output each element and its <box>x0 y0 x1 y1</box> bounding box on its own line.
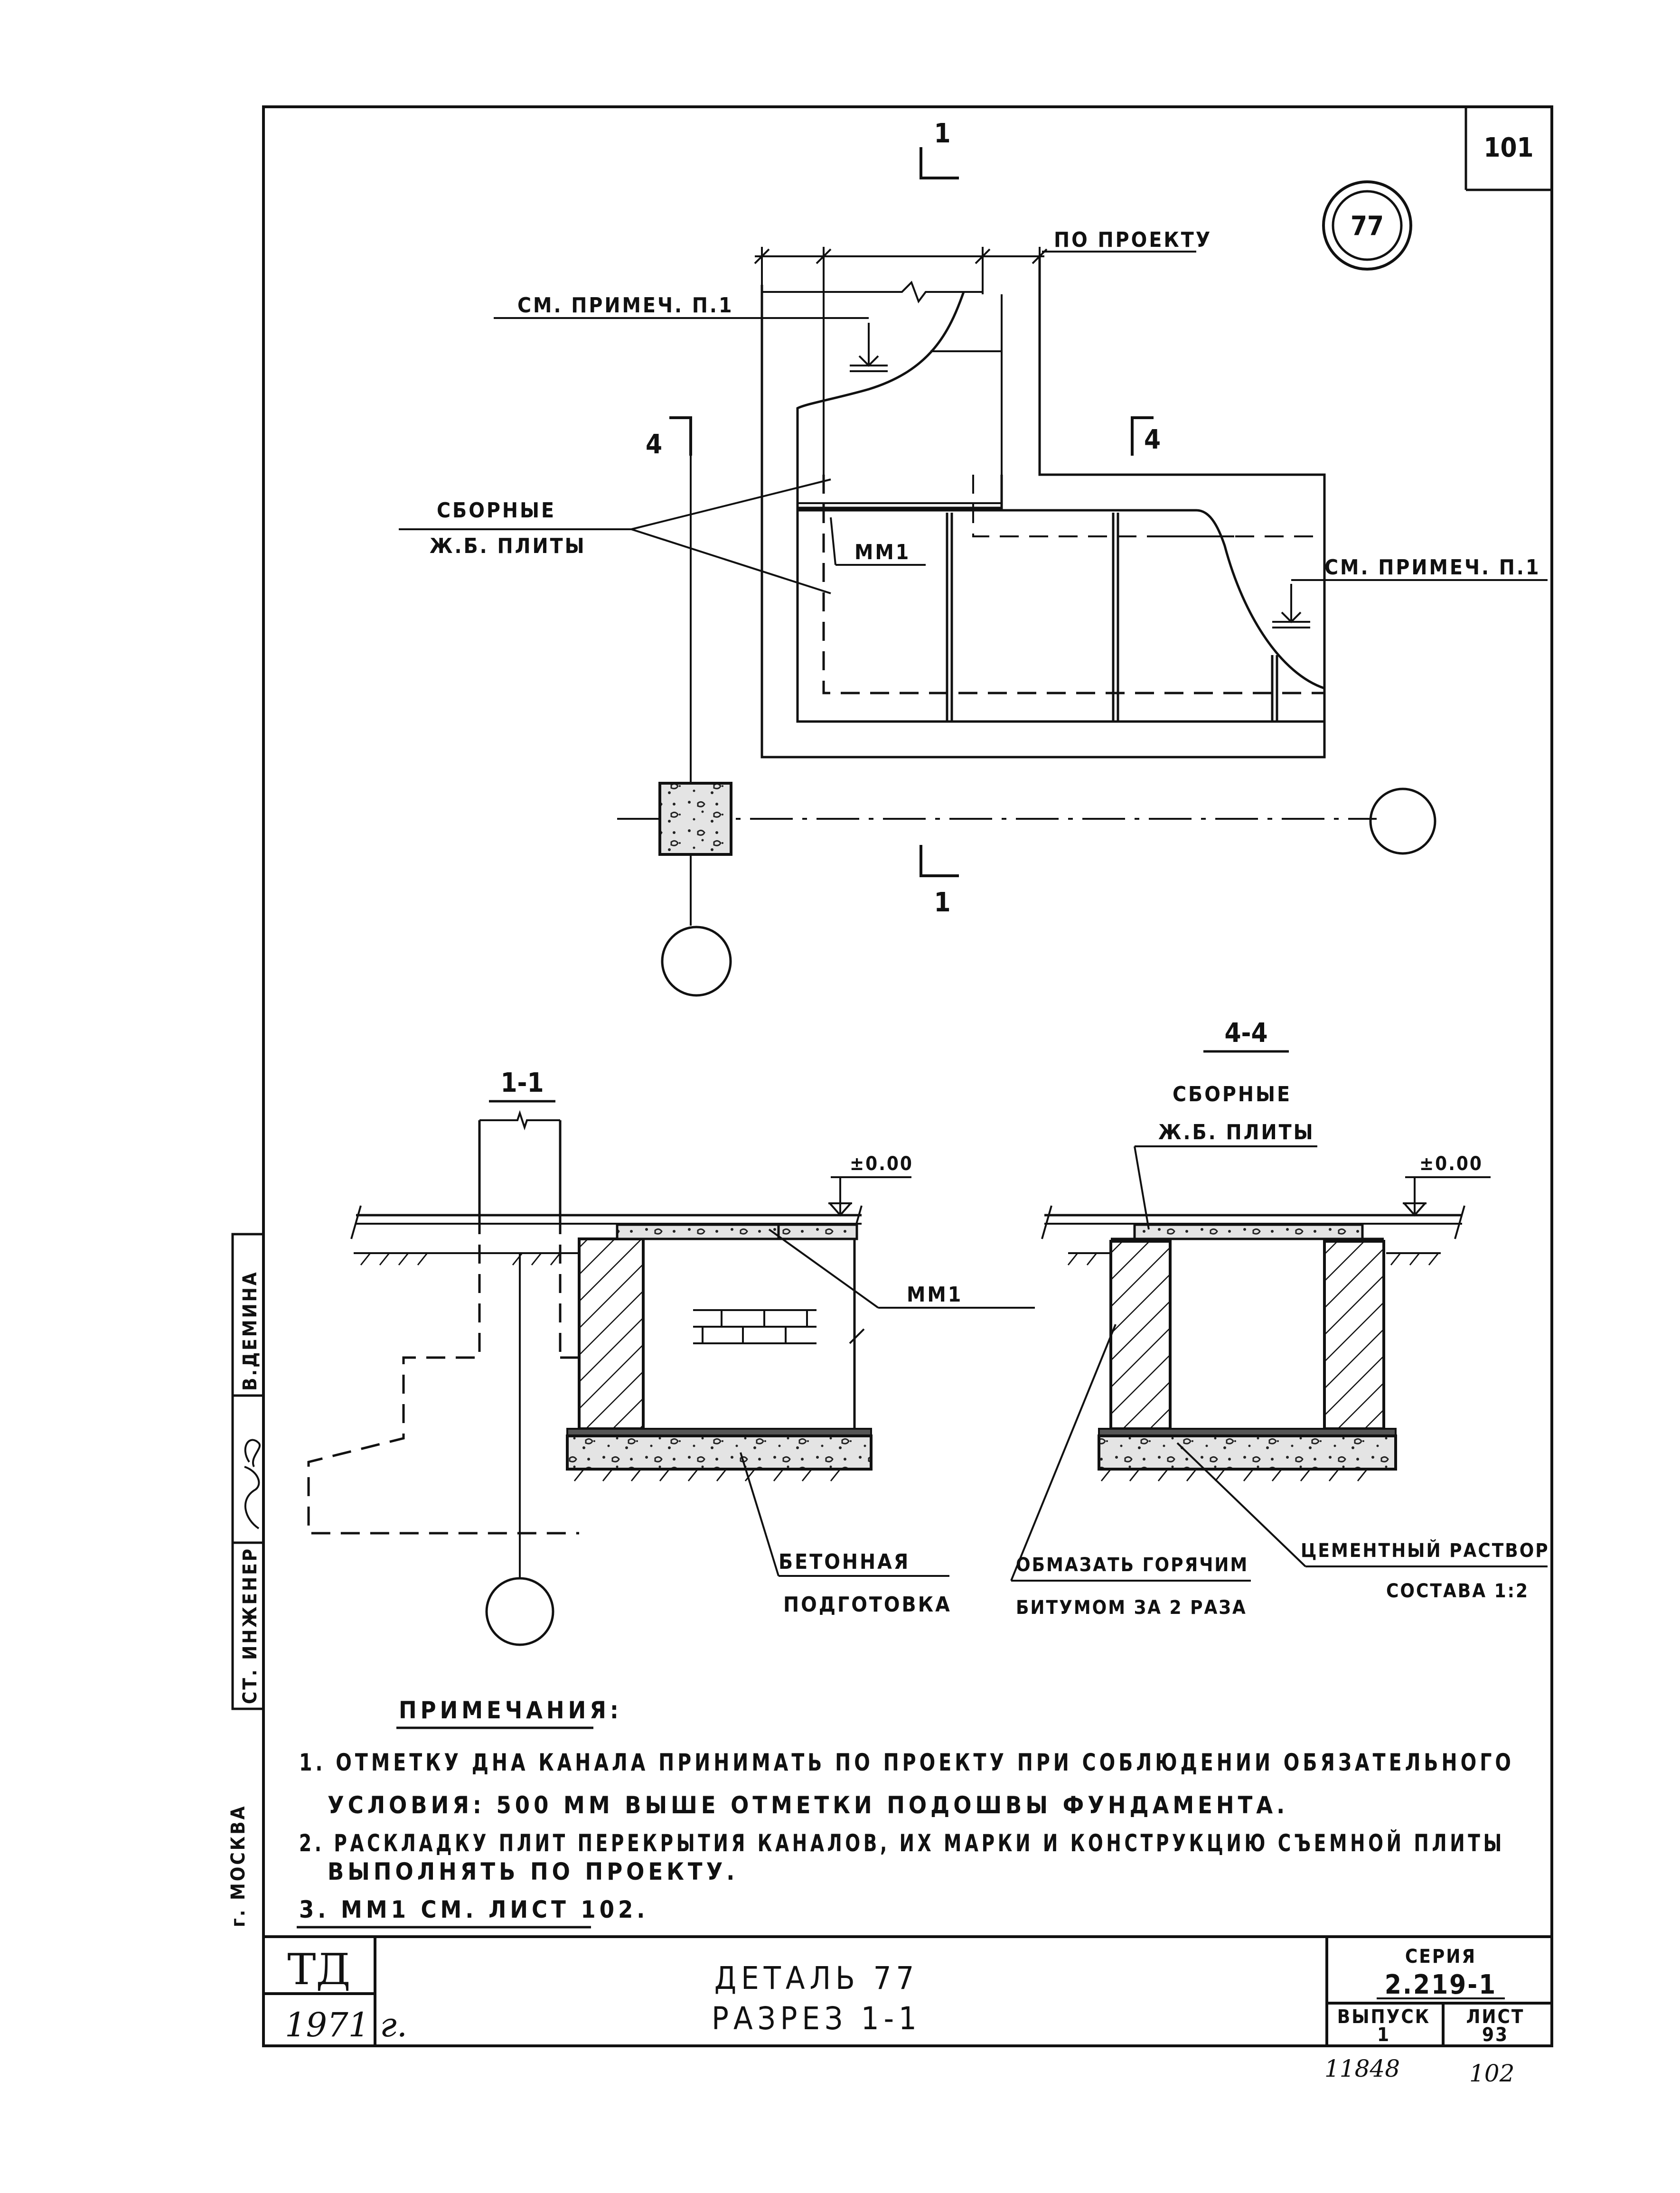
section-1-1 <box>307 1100 1035 1646</box>
detail-marker: 77 <box>1322 180 1412 271</box>
notes: ПРИМЕЧАНИЯ: 1. ОТМЕТКУ ДНА КАНАЛА ПРИНИМ… <box>297 1696 1514 1929</box>
issue-value: 1 <box>1377 2024 1390 2046</box>
label-by-project: ПО ПРОЕКТУ <box>1054 228 1212 252</box>
sheet-number-top: 101 <box>1483 132 1533 163</box>
side-stamp-role: СТ. ИНЖЕНЕР <box>239 1547 261 1704</box>
note-line-5: 3. ММ1 СМ. ЛИСТ 102. <box>299 1896 648 1923</box>
label-bitumen-1: ОБМАЗАТЬ ГОРЯЧИМ <box>1016 1554 1248 1576</box>
label-mm1-plan: ММ1 <box>854 540 910 564</box>
cut-1-top: 1 <box>934 118 950 149</box>
page-number: 102 <box>1469 2060 1514 2087</box>
detail-marker-label: 77 <box>1351 211 1384 242</box>
cut-4-left: 4 <box>646 429 662 460</box>
section-1-1-title: 1-1 <box>500 1068 544 1098</box>
logo: ТД <box>287 1945 350 1995</box>
label-precast-plan-2: Ж.Б. ПЛИТЫ <box>430 534 586 558</box>
title-block <box>263 1935 1552 2046</box>
side-stamp: В.ДЕМИНА СТ. ИНЖЕНЕР г. МОСКВА <box>227 1233 265 1928</box>
signature <box>244 1439 261 1529</box>
label-precast-section-1: СБОРНЫЕ <box>1173 1082 1292 1106</box>
side-stamp-city: г. МОСКВА <box>227 1805 249 1928</box>
label-mortar-2: СОСТАВА 1:2 <box>1386 1580 1529 1602</box>
label-concrete-1: БЕТОННАЯ <box>779 1550 910 1574</box>
section-4-4-title: 4-4 <box>1224 1018 1267 1049</box>
note-line-1: 1. ОТМЕТКУ ДНА КАНАЛА ПРИНИМАТЬ ПО ПРОЕК… <box>299 1749 1514 1776</box>
section-4-4 <box>1010 1050 1548 1582</box>
sheet-value: 93 <box>1482 2024 1509 2046</box>
label-precast-section-2: Ж.Б. ПЛИТЫ <box>1158 1120 1315 1144</box>
inventory-number: 11848 <box>1324 2055 1400 2082</box>
series-label: СЕРИЯ <box>1405 1946 1476 1968</box>
label-mortar-1: ЦЕМЕНТНЫЙ РАСТВОР <box>1301 1539 1549 1562</box>
title-line-1: ДЕТАЛЬ 77 <box>714 1960 919 1996</box>
note-line-2: УСЛОВИЯ: 500 ММ ВЫШЕ ОТМЕТКИ ПОДОШВЫ ФУН… <box>328 1791 1288 1819</box>
title-line-2: РАЗРЕЗ 1-1 <box>712 2000 921 2037</box>
label-concrete-2: ПОДГОТОВКА <box>783 1593 952 1617</box>
cut-4-right: 4 <box>1144 424 1161 455</box>
note-line-3: 2. РАСКЛАДКУ ПЛИТ ПЕРЕКРЫТИЯ КАНАЛОВ, ИХ… <box>299 1829 1505 1857</box>
label-see-note-right: СМ. ПРИМЕЧ. П.1 <box>1324 555 1540 580</box>
issue-label: ВЫПУСК <box>1337 2006 1430 2028</box>
plan-labels: ПО ПРОЕКТУ СМ. ПРИМЕЧ. П.1 СМ. ПРИМЕЧ. П… <box>430 118 1540 918</box>
label-mm1-section: ММ1 <box>907 1283 963 1307</box>
label-bitumen-2: БИТУМОМ ЗА 2 РАЗА <box>1016 1597 1247 1619</box>
section-4-4-level: ±0.00 <box>1419 1153 1483 1175</box>
section-4-4-labels: 4-4 СБОРНЫЕ Ж.Б. ПЛИТЫ ±0.00 ОБМАЗАТЬ ГО… <box>1016 1018 1549 1619</box>
side-stamp-name: В.ДЕМИНА <box>239 1270 261 1391</box>
year: 1971 г. <box>285 2006 407 2044</box>
label-see-note-left: СМ. ПРИМЕЧ. П.1 <box>517 293 733 318</box>
section-1-1-level: ±0.00 <box>850 1153 913 1175</box>
series-value: 2.219-1 <box>1385 1969 1497 2000</box>
title-block-text: ТД 1971 г. ДЕТАЛЬ 77 РАЗРЕЗ 1-1 СЕРИЯ 2.… <box>285 1945 1525 2046</box>
cut-1-bottom: 1 <box>934 887 950 918</box>
section-1-1-labels: 1-1 ±0.00 ММ1 БЕТОННАЯ ПОДГОТОВКА <box>500 1068 963 1617</box>
notes-heading: ПРИМЕЧАНИЯ: <box>399 1696 622 1724</box>
plan-view <box>399 147 1548 997</box>
sheet-label: ЛИСТ <box>1466 2006 1525 2028</box>
note-line-4: ВЫПОЛНЯТЬ ПО ПРОЕКТУ. <box>328 1858 738 1885</box>
label-precast-plan-1: СБОРНЫЕ <box>437 498 556 523</box>
sheet-frame <box>262 105 1553 2047</box>
